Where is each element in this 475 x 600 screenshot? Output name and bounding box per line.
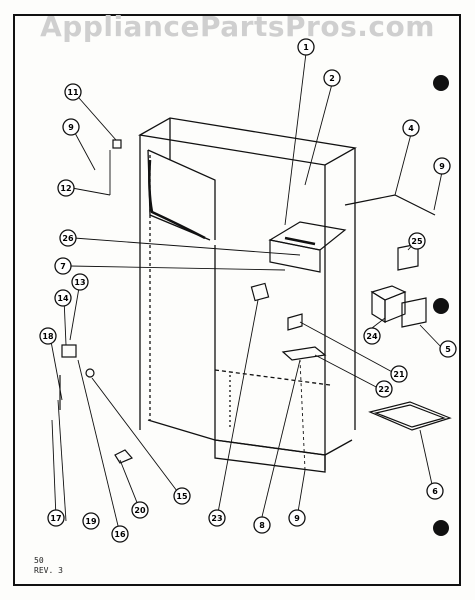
registration-dot bbox=[433, 298, 449, 314]
callout: 17 bbox=[47, 509, 65, 527]
part-number-label: 9 bbox=[294, 514, 300, 523]
part-number-label: 1 bbox=[303, 43, 309, 52]
callout: 15 bbox=[173, 487, 191, 505]
part-number-label: 9 bbox=[68, 123, 74, 132]
part-number-label: 5 bbox=[445, 345, 451, 354]
part-number-label: 21 bbox=[393, 370, 405, 379]
callout: 22 bbox=[375, 380, 393, 398]
part-number-label: 12 bbox=[60, 184, 71, 193]
diagram-frame bbox=[13, 14, 461, 586]
light-socket bbox=[250, 282, 270, 302]
refrigerator-cabinet bbox=[138, 117, 357, 473]
revision-label: REV. 3 bbox=[34, 566, 63, 575]
callout: 21 bbox=[390, 365, 408, 383]
callout: 14 bbox=[54, 289, 72, 307]
parts-group bbox=[59, 139, 452, 464]
callout: 9 bbox=[62, 118, 80, 136]
callout: 7 bbox=[54, 257, 72, 275]
part-number-label: 23 bbox=[211, 514, 222, 523]
watermark: AppliancePartsPros.com bbox=[40, 10, 435, 43]
callout: 13 bbox=[71, 273, 89, 291]
part-number-label: 2 bbox=[329, 74, 335, 83]
callout: 8 bbox=[253, 516, 271, 534]
part-number-label: 16 bbox=[114, 530, 126, 539]
part-number-label: 18 bbox=[42, 332, 54, 341]
part-number-label: 4 bbox=[408, 124, 414, 133]
part-number-label: 24 bbox=[366, 332, 378, 341]
part-number-label: 15 bbox=[176, 492, 188, 501]
part-number-label: 22 bbox=[378, 385, 389, 394]
part-number-label: 17 bbox=[50, 514, 61, 523]
callout: 20 bbox=[131, 501, 149, 519]
part-number-label: 19 bbox=[85, 517, 97, 526]
callout: 25 bbox=[408, 232, 426, 250]
part-number-label: 20 bbox=[134, 506, 146, 515]
seal-plate bbox=[401, 297, 427, 328]
callout: 2 bbox=[323, 69, 341, 87]
callout: 11 bbox=[64, 83, 82, 101]
callout: 12 bbox=[57, 179, 75, 197]
damper-rod bbox=[344, 194, 436, 216]
callout: 23 bbox=[208, 509, 226, 527]
callout: 9 bbox=[433, 157, 451, 175]
part-number-label: 9 bbox=[439, 162, 445, 171]
part-number-label: 8 bbox=[259, 521, 265, 530]
callout: 18 bbox=[39, 327, 57, 345]
part-number-label: 11 bbox=[67, 88, 79, 97]
part-number-label: 14 bbox=[57, 294, 69, 303]
callout: 4 bbox=[402, 119, 420, 137]
hinge-screw bbox=[112, 139, 122, 149]
callout: 19 bbox=[82, 512, 100, 530]
freezer-insulation bbox=[148, 159, 206, 240]
callout: 6 bbox=[426, 482, 444, 500]
callout: 24 bbox=[363, 327, 381, 345]
callout: 5 bbox=[439, 340, 457, 358]
registration-dot bbox=[433, 75, 449, 91]
part-number-label: 7 bbox=[60, 262, 66, 271]
crisper-tray bbox=[368, 401, 452, 431]
part-number-label: 26 bbox=[62, 234, 74, 243]
callout-circles: 1 2 4 9 11 12 9 25 26 7 13 14 18 24 5 21… bbox=[39, 38, 457, 543]
part-number-label: 25 bbox=[411, 237, 423, 246]
callout: 9 bbox=[288, 509, 306, 527]
callout: 16 bbox=[111, 525, 129, 543]
callout: 1 bbox=[297, 38, 315, 56]
callout: 26 bbox=[59, 229, 77, 247]
lower-hinge bbox=[114, 449, 134, 464]
control-housing bbox=[268, 221, 347, 273]
registration-dot bbox=[433, 520, 449, 536]
shelf-bracket bbox=[281, 346, 327, 361]
page-number: 50 bbox=[34, 556, 44, 565]
thermostat-assembly bbox=[59, 344, 95, 410]
registration-marks bbox=[433, 75, 449, 536]
damper-box bbox=[370, 285, 407, 324]
part-number-label: 6 bbox=[432, 487, 438, 496]
part-number-label: 13 bbox=[74, 278, 85, 287]
mounting-clip bbox=[287, 313, 303, 331]
